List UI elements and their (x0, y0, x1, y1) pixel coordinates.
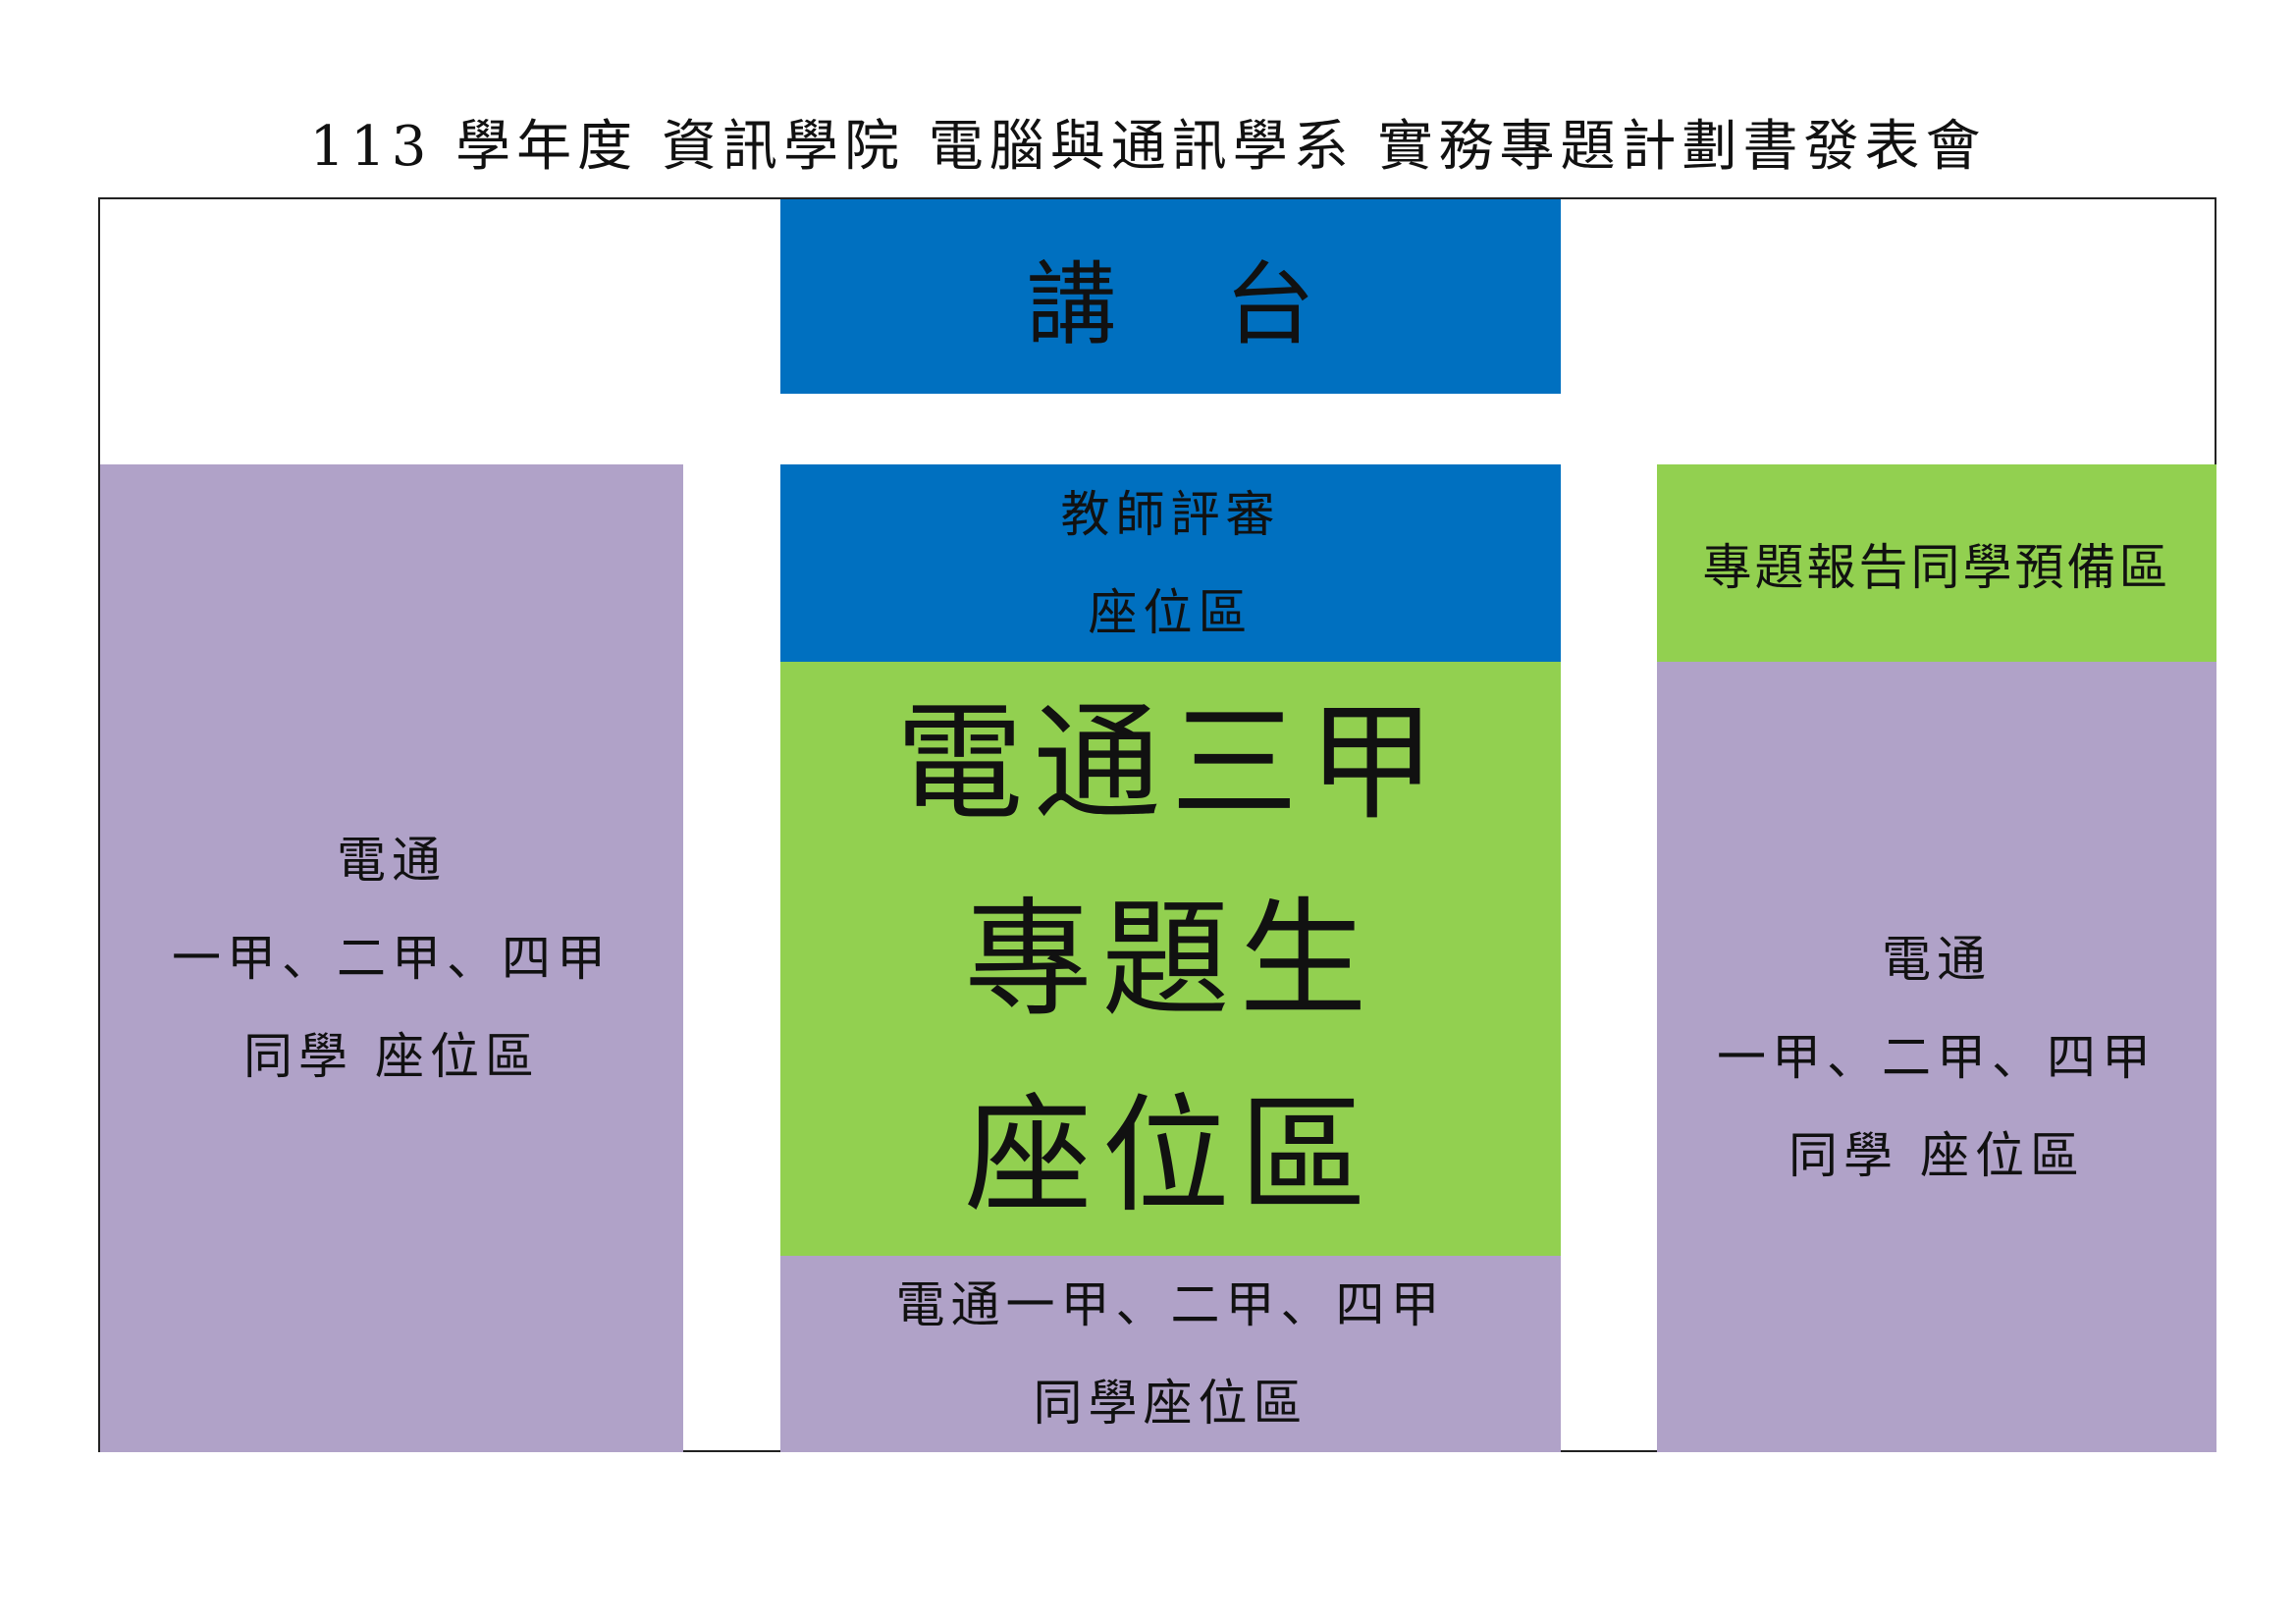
page-title: 113 學年度 資訊學院 電腦與通訊學系 實務專題計劃書發表會 (309, 115, 1987, 179)
junior-seating-line-3: 座位區 (964, 1080, 1377, 1230)
podium-area: 講台 (780, 199, 1561, 394)
presenter-prep-label: 專題報告同學預備區 (1702, 538, 2171, 596)
center-seating-line-2: 同學座位區 (1033, 1375, 1308, 1432)
left-student-seating-area: 電通 一甲、二甲、四甲 同學 座位區 (100, 464, 683, 1452)
junior-seating-line-1: 電通三甲 (895, 687, 1446, 838)
left-seating-line-2: 一甲、二甲、四甲 (172, 930, 612, 987)
teacher-seating-area: 教師評審 座位區 (780, 464, 1561, 662)
center-seating-line-1: 電通一甲、二甲、四甲 (895, 1276, 1446, 1333)
right-seating-line-2: 一甲、二甲、四甲 (1717, 1028, 2157, 1086)
podium-label: 講台 (1026, 251, 1423, 357)
venue-floor-plan: 講台 教師評審 座位區 電通三甲 專題生 座位區 電通一甲、二甲、四甲 同學座位… (98, 197, 2216, 1452)
teacher-seating-line-2: 座位區 (1088, 583, 1254, 641)
left-seating-line-3: 同學 座位區 (243, 1028, 540, 1085)
right-seating-line-1: 電通 (1882, 930, 1992, 988)
left-seating-line-1: 電通 (337, 832, 447, 889)
center-student-seating-area: 電通一甲、二甲、四甲 同學座位區 (780, 1256, 1561, 1452)
teacher-seating-line-1: 教師評審 (1060, 485, 1281, 543)
junior-seating-line-2: 專題生 (964, 884, 1377, 1034)
junior-project-seating-area: 電通三甲 專題生 座位區 (780, 662, 1561, 1256)
presenter-prep-area: 專題報告同學預備區 (1657, 464, 2216, 662)
right-seating-line-3: 同學 座位區 (1789, 1126, 2085, 1184)
right-student-seating-area: 電通 一甲、二甲、四甲 同學 座位區 (1657, 662, 2216, 1452)
